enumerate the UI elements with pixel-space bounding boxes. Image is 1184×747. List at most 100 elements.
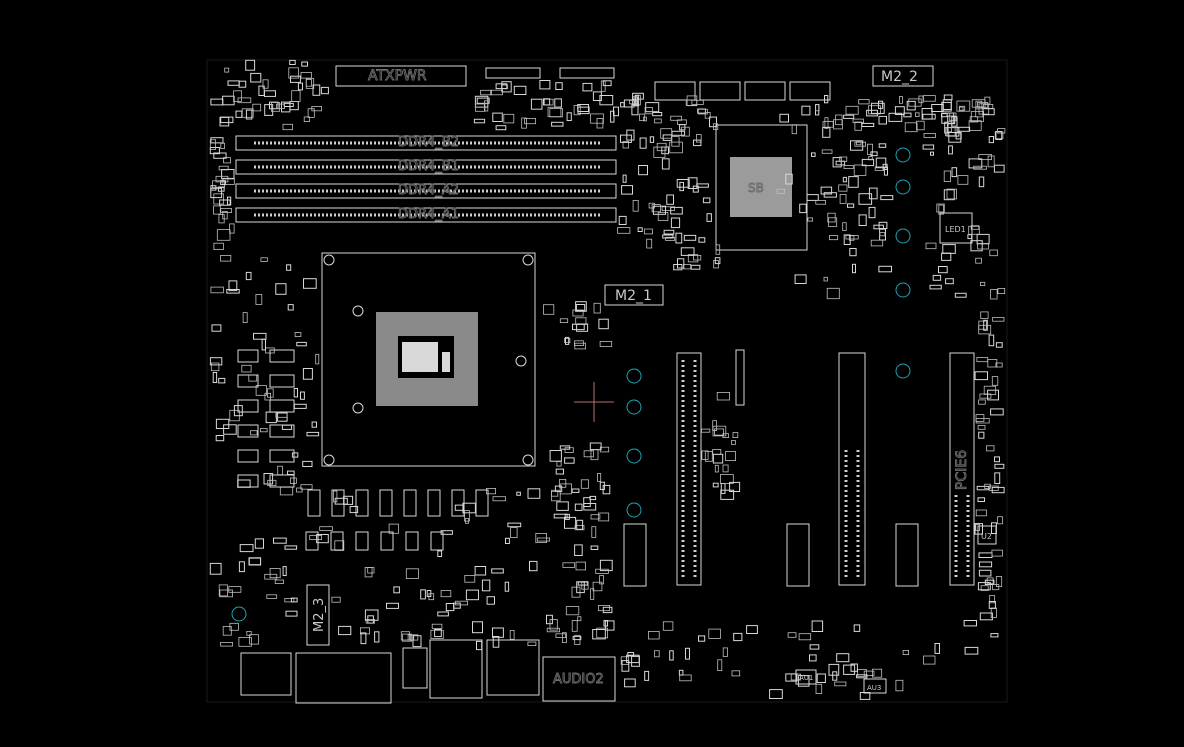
smd-component: [491, 568, 504, 574]
smd-component: [529, 560, 538, 572]
smd-component: [543, 304, 555, 315]
smd-component: [252, 103, 262, 112]
smd-component: [486, 596, 496, 605]
smd-component: [575, 317, 587, 325]
smd-component: [975, 524, 980, 531]
smd-component: [367, 567, 375, 574]
smd-component: [233, 90, 242, 102]
smd-component: [403, 489, 417, 517]
smd-component: [870, 239, 884, 247]
smd-component: [237, 349, 259, 363]
smd-component: [629, 100, 638, 105]
smd-component: [670, 206, 683, 215]
smd-component: [978, 561, 993, 568]
smd-component: [977, 425, 986, 430]
smd-component: [987, 155, 995, 168]
smd-component: [300, 72, 312, 79]
smd-component: [400, 631, 410, 641]
smd-component: [566, 112, 572, 122]
smd-component: [248, 557, 262, 566]
smd-component: [228, 586, 242, 593]
smd-component: [264, 90, 276, 97]
smd-component: [220, 180, 226, 186]
smd-component: [653, 146, 666, 158]
smd-component: [842, 222, 847, 231]
smd-component: [878, 115, 887, 125]
smd-component: [828, 663, 840, 676]
header-top-2: [559, 67, 615, 79]
smd-component: [355, 531, 369, 551]
smd-component: [453, 602, 461, 609]
smd-component: [483, 100, 489, 112]
smd-component: [878, 100, 884, 109]
smd-component: [564, 513, 570, 520]
smd-component: [662, 134, 673, 141]
smd-component: [283, 102, 294, 108]
smd-component: [976, 356, 989, 363]
smd-component: [644, 670, 650, 681]
smd-component: [714, 464, 719, 473]
smd-component: [670, 115, 683, 121]
smd-component: [712, 425, 727, 437]
smd-component: [701, 428, 711, 433]
smd-component: [661, 158, 670, 170]
smd-component: [592, 91, 602, 102]
smd-component: [644, 228, 653, 235]
rear-io-2: [295, 652, 392, 704]
smd-component: [504, 581, 510, 592]
smd-component: [994, 456, 1000, 463]
smd-component: [543, 98, 554, 106]
smd-component: [883, 166, 889, 176]
smd-component: [334, 497, 348, 505]
smd-component: [957, 175, 969, 185]
smd-component: [701, 450, 709, 460]
smd-component: [255, 385, 267, 396]
smd-component: [654, 650, 660, 658]
smd-component: [320, 86, 329, 95]
smd-component: [296, 487, 303, 493]
smd-component: [779, 113, 790, 123]
smd-component: [555, 633, 567, 638]
smd-component: [709, 116, 717, 128]
smd-component: [978, 552, 993, 559]
smd-component: [309, 535, 323, 541]
smd-component: [300, 484, 313, 490]
smd-component: [852, 118, 864, 123]
m2-2-label: M2_2: [881, 69, 918, 85]
smd-component: [797, 675, 810, 687]
u2-box: [977, 525, 997, 545]
smd-component: [564, 516, 577, 529]
smd-component: [472, 621, 483, 634]
smd-component: [495, 125, 507, 131]
smd-component: [402, 633, 413, 642]
smd-component: [968, 225, 980, 235]
smd-component: [945, 278, 954, 285]
smd-component: [266, 594, 278, 599]
dimm-slot-group: [235, 135, 617, 223]
smd-component: [868, 187, 878, 200]
smd-component: [576, 581, 585, 594]
smd-component: [617, 227, 631, 234]
smd-component: [632, 92, 644, 100]
smd-component: [687, 177, 698, 190]
smd-component: [665, 236, 675, 241]
smd-component: [811, 152, 816, 157]
smd-component: [290, 75, 301, 83]
smd-component: [599, 95, 614, 106]
smd-component: [549, 108, 563, 118]
smd-component: [521, 117, 527, 129]
pch-outline: [715, 124, 808, 251]
smd-component: [302, 368, 313, 380]
smd-component: [293, 403, 307, 409]
smd-component: [613, 106, 619, 117]
smd-component: [843, 165, 854, 170]
smd-component: [556, 501, 569, 511]
smd-component: [978, 324, 992, 335]
smd-component: [987, 389, 999, 401]
smd-component: [704, 450, 713, 462]
smd-component: [968, 158, 983, 169]
smd-component: [997, 287, 1006, 294]
smd-component: [873, 224, 884, 230]
smd-component: [216, 229, 231, 241]
